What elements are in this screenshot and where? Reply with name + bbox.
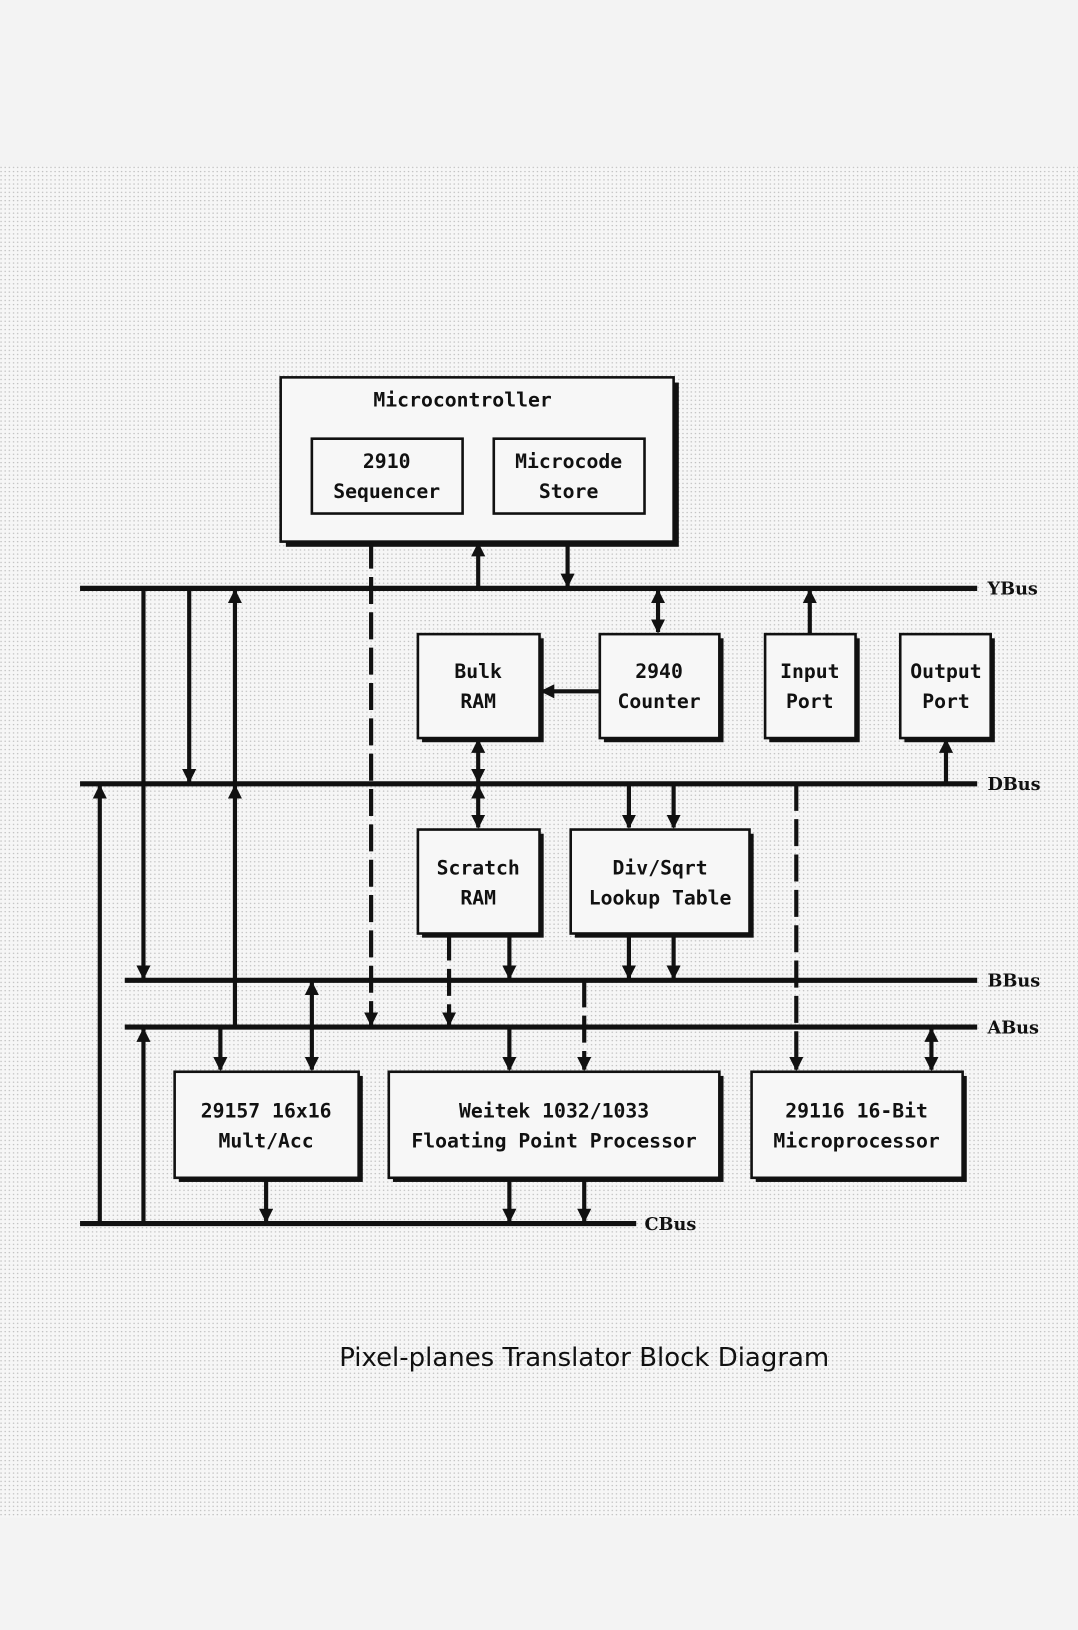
input-port-label-1: Input (780, 660, 839, 683)
output-port-label-2: Port (922, 690, 970, 713)
bbus-label: BBus (988, 971, 1041, 992)
mult-acc-label-2: Mult/Acc (219, 1130, 314, 1153)
fpp-label-1: Weitek 1032/1033 (459, 1100, 649, 1123)
sequencer-label-2: Sequencer (333, 480, 440, 503)
microprocessor-label-2: Microprocessor (773, 1130, 940, 1153)
scratch-ram-label-2: RAM (460, 886, 496, 909)
input-port-label-2: Port (786, 690, 834, 713)
ybus-label: YBus (987, 579, 1038, 600)
mult-acc-block: 29157 16x16 Mult/Acc (173, 1070, 363, 1182)
bulk-ram-label-1: Bulk (454, 660, 502, 683)
div-sqrt-label-1: Div/Sqrt (613, 856, 708, 879)
fpp-block: Weitek 1032/1033 Floating Point Processo… (387, 1070, 724, 1182)
microcode-label-2: Store (539, 480, 599, 503)
microprocessor-label-1: 29116 16-Bit (785, 1100, 928, 1123)
connections (92, 541, 954, 1224)
counter-block: 2940 Counter (598, 632, 724, 743)
input-port-block: Input Port (763, 632, 860, 743)
fpp-label-2: Floating Point Processor (411, 1130, 696, 1153)
diagram-caption: Pixel-planes Translator Block Diagram (339, 1343, 829, 1373)
sequencer-label-1: 2910 (363, 450, 411, 473)
scratch-ram-label-1: Scratch (437, 856, 520, 879)
microcontroller-title: Microcontroller (373, 388, 551, 411)
bulk-ram-label-2: RAM (460, 690, 496, 713)
output-port-block: Output Port (898, 632, 995, 743)
microcontroller-block: Microcontroller 2910 Sequencer Microcode… (279, 376, 679, 547)
cbus-label: CBus (645, 1214, 697, 1235)
microprocessor-block: 29116 16-Bit Microprocessor (750, 1070, 967, 1182)
mult-acc-label-1: 29157 16x16 (201, 1100, 332, 1123)
scratch-ram-block: Scratch RAM (416, 828, 544, 938)
div-sqrt-label-2: Lookup Table (589, 886, 732, 909)
counter-label-1: 2940 (635, 660, 683, 683)
div-sqrt-block: Div/Sqrt Lookup Table (569, 828, 754, 938)
dbus-label: DBus (988, 774, 1041, 795)
counter-label-2: Counter (617, 690, 700, 713)
microcode-label-1: Microcode (515, 450, 622, 473)
bulk-ram-block: Bulk RAM (416, 632, 544, 743)
abus-label: ABus (987, 1017, 1039, 1038)
output-port-label-1: Output (910, 660, 981, 683)
